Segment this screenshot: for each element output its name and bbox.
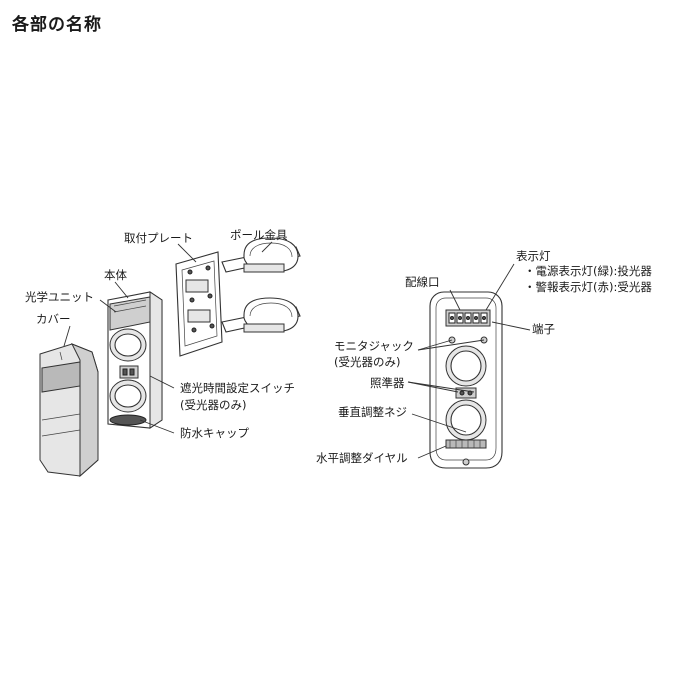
label-shield-switch-line2: (受光器のみ) <box>180 398 246 412</box>
label-sight: 照準器 <box>370 376 405 390</box>
label-shield-switch-line1: 遮光時間設定スイッチ <box>180 381 295 395</box>
label-pole-bracket: ポール金具 <box>230 228 288 242</box>
label-indicator: 表示灯 <box>516 249 551 263</box>
label-horizontal-dial: 水平調整ダイヤル <box>316 451 408 465</box>
label-monitor-jack-line2: (受光器のみ) <box>334 355 400 369</box>
label-power-indicator: ・電源表示灯(緑):投光器 <box>524 264 652 278</box>
label-body: 本体 <box>104 268 127 282</box>
label-vertical-screw: 垂直調整ネジ <box>338 405 407 419</box>
label-waterproof-cap: 防水キャップ <box>180 426 249 440</box>
label-mount-plate: 取付プレート <box>124 231 193 245</box>
label-alarm-indicator: ・警報表示灯(赤):受光器 <box>524 280 652 294</box>
left-illustration <box>39 237 301 478</box>
mounting-plate <box>175 251 223 357</box>
detector-body <box>107 291 163 429</box>
label-optical-unit: 光学ユニット <box>25 290 94 304</box>
detector-cover <box>39 343 99 478</box>
label-cover: カバー <box>36 312 71 326</box>
label-monitor-jack-line1: モニタジャック <box>334 339 414 353</box>
label-wiring-port: 配線口 <box>405 275 440 289</box>
page-title: 各部の名称 <box>12 15 102 35</box>
pole-bracket-lower <box>221 297 301 333</box>
label-terminal: 端子 <box>532 322 555 336</box>
right-illustration <box>407 263 531 469</box>
pole-bracket-upper <box>221 237 301 273</box>
